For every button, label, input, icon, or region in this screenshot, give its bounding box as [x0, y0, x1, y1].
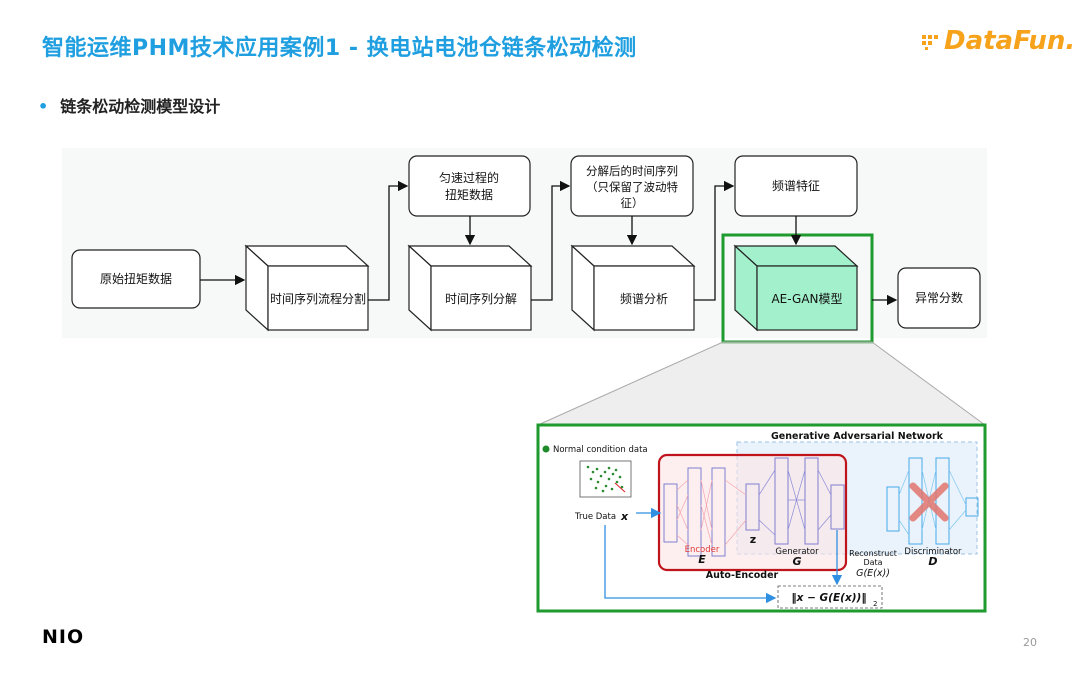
raw-data-label: 原始扭矩数据 — [100, 271, 172, 286]
flow-arrows — [200, 180, 898, 306]
bullet-text: 链条松动检测模型设计 — [60, 97, 221, 116]
true-data-label: True Data — [574, 512, 616, 522]
reconstruct-line1: Reconstruct — [849, 549, 897, 558]
bullet-dot-icon: • — [38, 97, 49, 116]
true-data-pointer — [614, 482, 626, 493]
encoder-letter: E — [698, 553, 706, 566]
generator-network — [774, 457, 845, 545]
discriminator-label: Discriminator — [904, 547, 962, 557]
nio-logo: NIO — [42, 626, 85, 648]
generator-label: Generator — [775, 547, 819, 557]
reconstruct-line2: Data — [863, 558, 882, 567]
constant-speed-box — [408, 155, 531, 217]
section-bullet: • 链条松动检测模型设计 — [38, 93, 220, 117]
reconstruct-line3: G(E(x)) — [856, 568, 890, 579]
discriminator-letter: D — [928, 555, 937, 568]
anomaly-score-box — [897, 267, 981, 329]
spectrum-feature-label: 频谱特征 — [772, 178, 820, 193]
encoder-links — [676, 479, 747, 546]
decomposition-cube — [407, 244, 533, 332]
anomaly-score-label: 异常分数 — [915, 290, 963, 305]
latent-z-symbol: z — [750, 533, 756, 546]
spectrum-analysis-cube — [570, 244, 696, 332]
constant-speed-line2: 扭矩数据 — [445, 187, 493, 202]
segmentation-cube — [244, 244, 370, 332]
spectrum-analysis-label: 频谱分析 — [620, 292, 668, 306]
normal-data-label: Normal condition data — [553, 445, 648, 455]
true-data-to-loss-line — [604, 525, 777, 604]
zoom-connector — [537, 341, 987, 426]
constant-speed-line1: 匀速过程的 — [439, 170, 499, 185]
segmentation-label: 时间序列流程分割 — [270, 291, 366, 306]
page-title: 智能运维PHM技术应用案例1 - 换电站电池仓链条松动检测 — [42, 36, 637, 61]
logo-dots-icon — [922, 35, 938, 50]
true-data-points — [586, 465, 624, 493]
gan-title: Generative Adversarial Network — [771, 431, 944, 442]
ae-gan-model-label: AE-GAN模型 — [771, 292, 842, 306]
ae-gan-model-cube — [733, 244, 859, 332]
encoder-network — [663, 467, 760, 557]
encoder-label: Encoder — [685, 545, 720, 555]
decomposed-series-line2: （只保留了波动特 — [586, 180, 678, 194]
loss-formula-subscript: 2 — [873, 600, 877, 608]
logo-text: DataFun. — [944, 26, 1076, 56]
disabled-cross-icon — [909, 482, 949, 522]
decomposed-series-line3: 征） — [621, 196, 644, 210]
generator-letter: G — [792, 555, 801, 568]
decomposed-series-line1: 分解后的时间序列 — [586, 164, 678, 178]
raw-data-box — [71, 249, 201, 309]
loss-formula: ‖x − G(E(x))‖ — [791, 592, 866, 604]
generator-links — [758, 469, 832, 536]
normal-data-marker-icon — [542, 445, 550, 453]
loss-formula-box — [777, 585, 883, 609]
true-data-x-symbol: x — [620, 510, 629, 523]
page-number: 20 — [1023, 636, 1037, 649]
decomposition-label: 时间序列分解 — [445, 291, 517, 306]
discriminator-network — [886, 457, 979, 545]
datafun-logo: DataFun. — [920, 26, 1075, 56]
auto-encoder-label: Auto-Encoder — [706, 570, 779, 581]
